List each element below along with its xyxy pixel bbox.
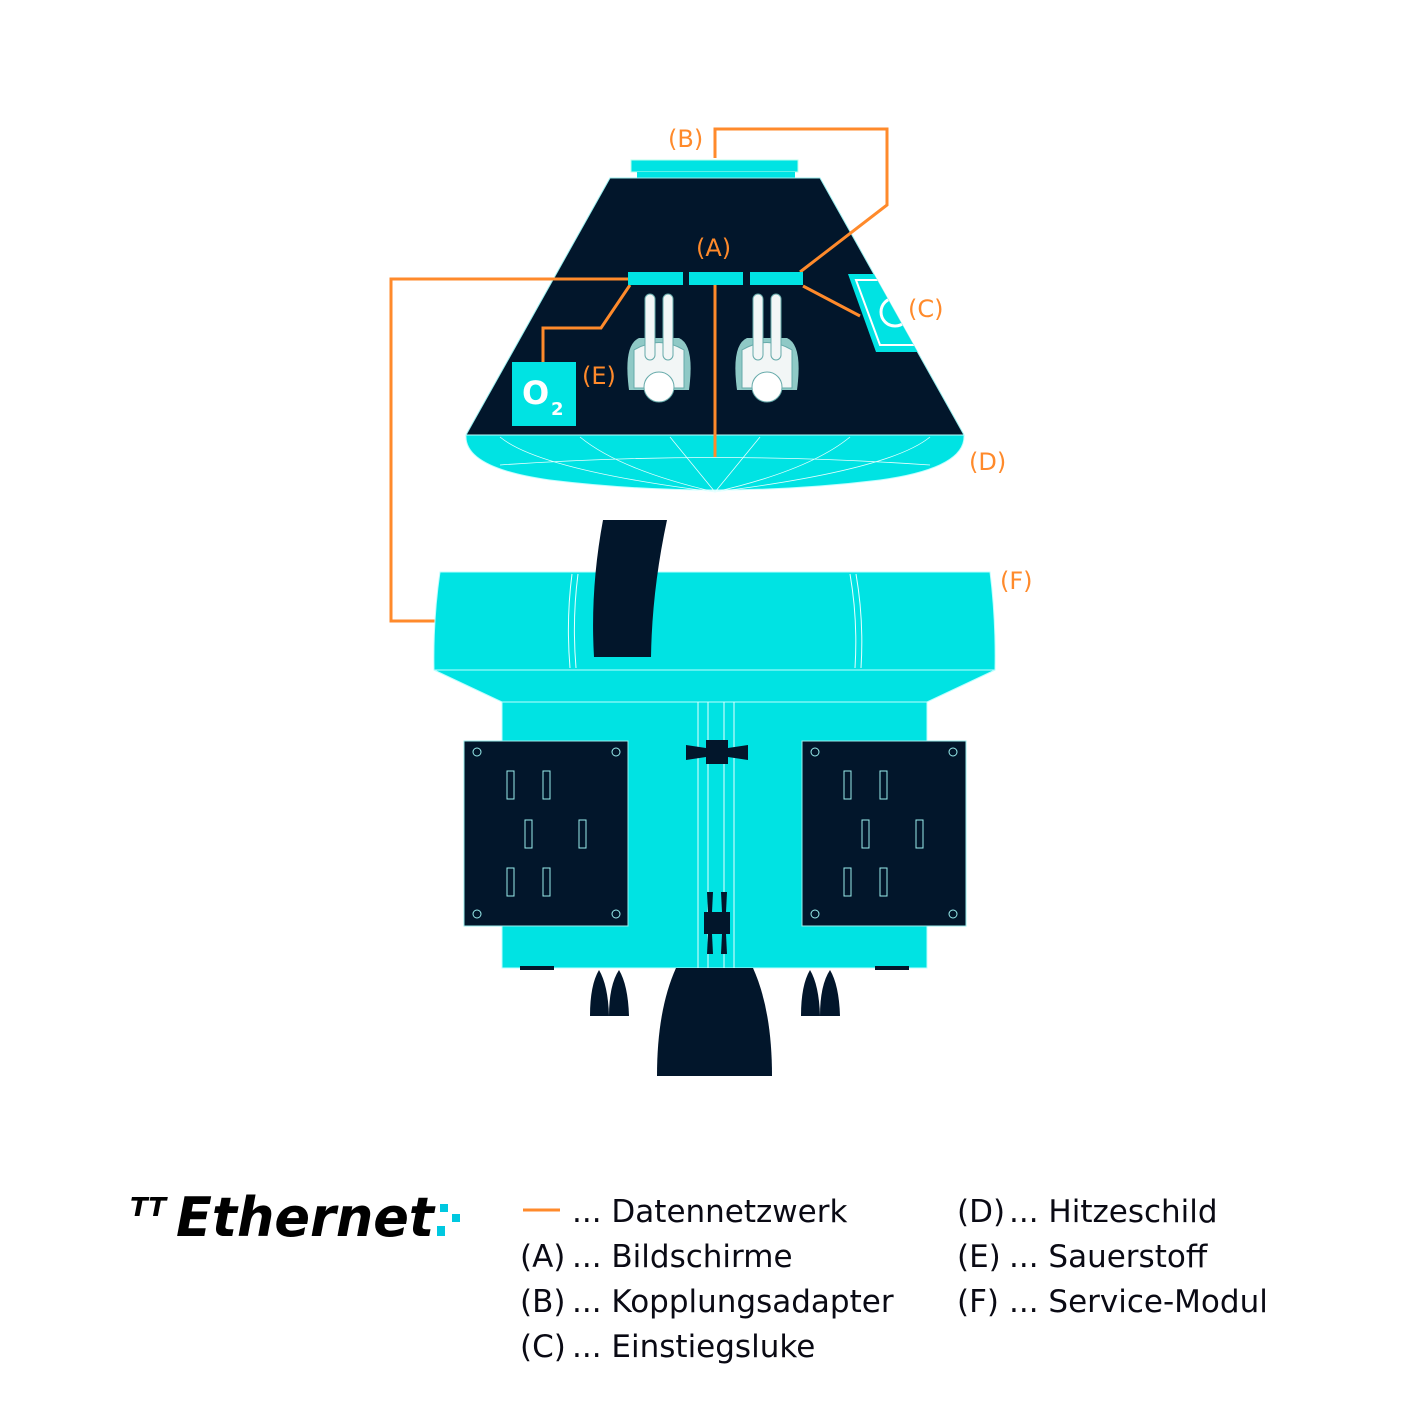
astronaut-left bbox=[627, 293, 691, 403]
solar-panel-left bbox=[463, 740, 629, 927]
label-a: (A) bbox=[696, 234, 731, 262]
solar-panel-right bbox=[801, 740, 967, 927]
main-engine-nozzle bbox=[657, 968, 772, 1076]
oxygen-tank: O 2 bbox=[512, 362, 576, 426]
docking-adapter-base bbox=[637, 172, 795, 178]
thrusters bbox=[520, 966, 909, 1016]
heat-shield bbox=[465, 434, 965, 493]
legend-key: (B) bbox=[520, 1284, 565, 1320]
logo-prefix: TT bbox=[130, 1193, 168, 1223]
legend: ... Datennetzwerk (A) ... Bildschirme (B… bbox=[520, 1194, 1268, 1365]
o2-subscript: 2 bbox=[551, 399, 564, 420]
screens bbox=[628, 272, 803, 285]
legend-key: (C) bbox=[520, 1329, 566, 1365]
legend-key: (E) bbox=[957, 1239, 1001, 1275]
legend-text: ... Einstiegsluke bbox=[572, 1329, 815, 1365]
ttethernet-logo: TT Ethernet bbox=[130, 1186, 460, 1249]
legend-key: (A) bbox=[520, 1239, 565, 1275]
legend-key: (F) bbox=[957, 1284, 999, 1320]
label-b: (B) bbox=[668, 125, 703, 153]
docking-adapter bbox=[630, 159, 799, 173]
legend-text: ... Kopplungsadapter bbox=[572, 1284, 894, 1320]
legend-key: (D) bbox=[957, 1194, 1005, 1230]
label-c: (C) bbox=[908, 295, 943, 323]
logo-word: Ethernet bbox=[176, 1186, 436, 1249]
legend-text: ... Service-Modul bbox=[1009, 1284, 1268, 1320]
o2-label: O bbox=[522, 374, 549, 412]
legend-text: ... Hitzeschild bbox=[1009, 1194, 1218, 1230]
astronaut-right bbox=[735, 293, 799, 403]
legend-network: ... Datennetzwerk bbox=[572, 1194, 847, 1230]
label-d: (D) bbox=[969, 448, 1006, 476]
label-e: (E) bbox=[582, 362, 616, 390]
label-f: (F) bbox=[1000, 567, 1033, 595]
legend-text: ... Sauerstoff bbox=[1009, 1239, 1208, 1275]
legend-text: ... Bildschirme bbox=[572, 1239, 793, 1275]
